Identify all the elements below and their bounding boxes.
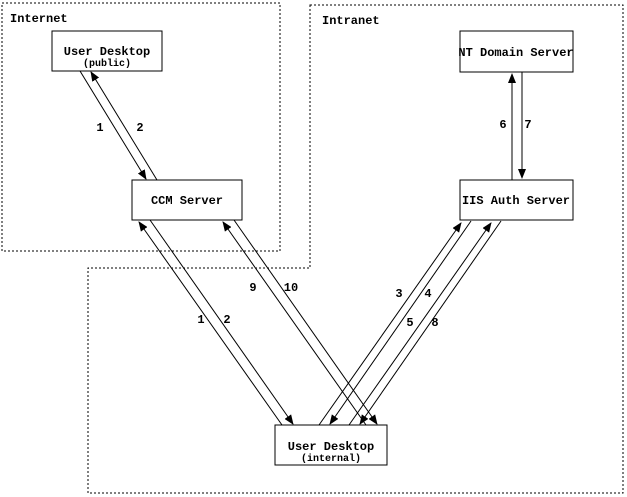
edge-label-iis-internal-4: 4 [424,287,431,301]
node-nt-domain-server-box [459,30,574,73]
node-nt-domain-server: NT Domain Server [458,30,574,73]
node-iis-auth-server-box [459,179,574,221]
node-user-desktop-public-title: User Desktop [64,45,150,59]
edge-label-ccm-internal-9: 9 [249,281,256,295]
node-user-desktop-public-subtitle: (public) [83,58,131,70]
node-iis-auth-server-title: IIS Auth Server [462,194,570,208]
intranet-region-label: Intranet [322,14,380,28]
node-user-desktop-internal-title: User Desktop [288,440,374,454]
node-user-desktop-internal-box [274,424,388,466]
node-ccm-server-title: CCM Server [151,194,223,208]
edge-label-iis-internal-5: 5 [406,316,413,330]
edge-label-public-ccm-1: 1 [96,121,103,135]
edge-internal-to-iis-line-5 [348,222,492,426]
node-user-desktop-internal: User Desktop (internal) [274,424,388,466]
node-user-desktop-internal-subtitle: (internal) [301,453,361,465]
internet-region-label: Internet [10,12,68,26]
node-user-desktop-public-box [51,30,163,72]
edge-public-to-ccm-line-1 [79,70,147,180]
edge-ccm-to-internal-line-10 [233,219,378,425]
edge-label-public-ccm-2: 2 [136,121,143,135]
node-user-desktop-public: User Desktop (public) [51,30,163,72]
edge-iis-to-internal-line-8 [359,220,502,425]
edge-label-iis-internal-8: 8 [431,316,438,330]
edge-internal-to-ccm-line-9 [222,221,367,426]
edge-ccm-to-internal-line-2 [149,219,294,425]
edge-label-ccm-internal-2: 2 [223,313,230,327]
intranet-region-outline [87,4,624,494]
node-nt-domain-server-title: NT Domain Server [458,46,573,60]
node-ccm-server-box [131,179,243,221]
node-ccm-server: CCM Server [131,179,243,221]
edge-label-nt-iis-6: 6 [499,118,506,132]
edge-label-nt-iis-7: 7 [524,118,531,132]
edge-label-ccm-internal-1: 1 [197,313,204,327]
node-iis-auth-server: IIS Auth Server [459,179,574,221]
edge-label-ccm-internal-10: 10 [284,281,298,295]
internet-region-outline [1,2,281,252]
edge-label-iis-internal-3: 3 [395,287,402,301]
edge-internal-to-ccm-line-1 [138,221,283,426]
edge-internal-to-iis-line-3 [318,222,462,426]
edge-iis-to-internal-line-4 [329,220,472,425]
edge-ccm-to-public-line-2 [90,71,158,181]
